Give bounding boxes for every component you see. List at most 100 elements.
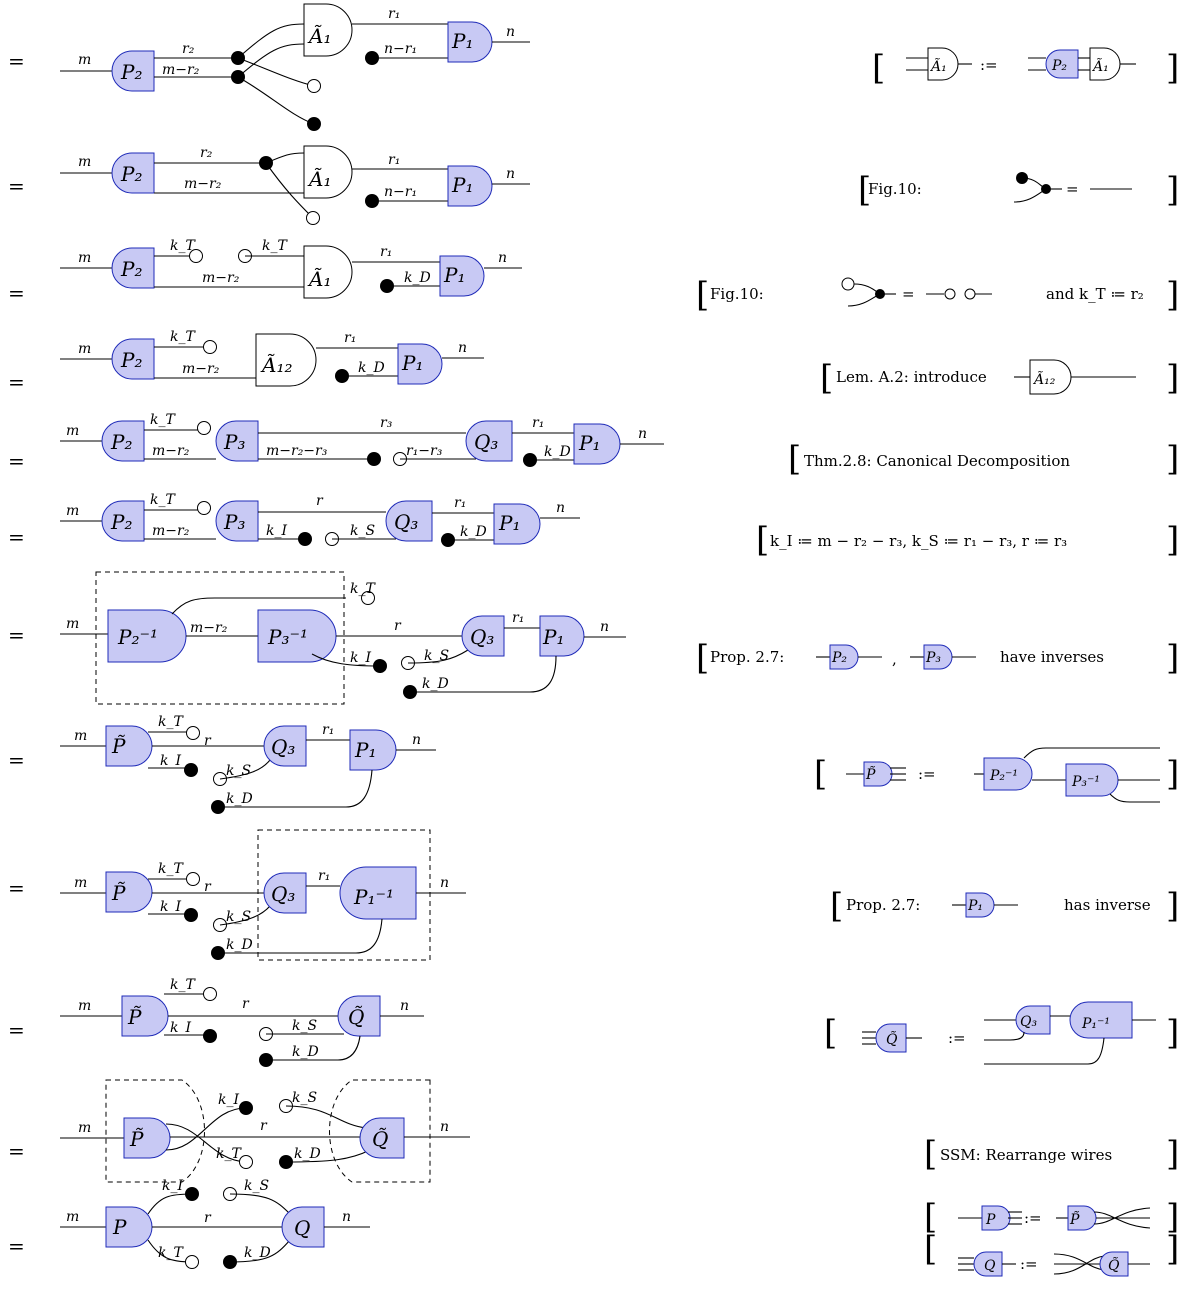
box-Q3 — [465, 420, 513, 462]
box-A1 — [303, 3, 353, 57]
label-kS: k_S — [292, 1018, 317, 1034]
white-dot — [197, 501, 211, 515]
label-r: r — [394, 618, 402, 634]
row-12-diagram: m P r k_I k_T k_S k_D Q n — [60, 1178, 370, 1269]
dashed-frame — [257, 829, 431, 961]
bracket-left: [ — [788, 439, 801, 479]
box-A1 — [1089, 47, 1121, 81]
equals-symbol: = — [902, 285, 915, 303]
box-Ptilde-label: P̃ — [865, 765, 876, 783]
box-P2-label: P₂ — [110, 510, 132, 534]
equals-1: = — [8, 49, 25, 73]
box-Q3 — [461, 615, 505, 657]
label-kS: k_S — [226, 909, 251, 925]
bracket-right: ] — [1166, 439, 1179, 479]
box-A1 — [303, 145, 353, 199]
box-A12 — [1029, 359, 1072, 395]
box-Q3-label: Q₃ — [474, 430, 498, 454]
bracket-left: [ — [924, 1197, 937, 1237]
label-m: m — [78, 250, 91, 266]
box-P2inv-label: P₂⁻¹ — [989, 768, 1018, 784]
box-P3 — [923, 644, 953, 670]
label-m-r2: m−r₂ — [152, 443, 190, 459]
label-r3: r₃ — [380, 415, 393, 431]
bracket-left: [ — [696, 638, 709, 678]
justification-text: k_I ≔ m − r₂ − r₃, k_S ≔ r₁ − r₃, r ≔ r₃ — [770, 532, 1067, 550]
row-8-diagram: m P̃ k_T r k_I k_S Q₃ r₁ P₁ n k_D — [60, 714, 436, 814]
bracket-right: ] — [1166, 754, 1179, 794]
label-kT: k_T — [150, 492, 176, 508]
defines-symbol: := — [980, 56, 998, 74]
bracket-left: [ — [924, 1134, 937, 1174]
justification-text: has inverse — [1064, 896, 1151, 914]
label-kD: k_D — [294, 1146, 321, 1162]
box-P-label: P — [985, 1212, 996, 1228]
label-kS: k_S — [226, 763, 251, 779]
box-A1-label: Ã₁ — [307, 167, 331, 191]
box-P2 — [111, 247, 155, 289]
equals-2: = — [8, 174, 25, 198]
bracket-right: ] — [1166, 638, 1179, 678]
equals-10: = — [8, 1018, 25, 1042]
box-P2-label: P₂ — [120, 348, 142, 372]
bracket-left: [ — [824, 1013, 837, 1053]
justification-1: [ Ã₁ := P₂ Ã₁ ] — [872, 47, 1179, 88]
label-m: m — [78, 1120, 91, 1136]
bracket-left: [ — [872, 48, 885, 88]
label-r1: r₁ — [532, 415, 544, 431]
defines-symbol: := — [1024, 1209, 1042, 1227]
justification-text: have inverses — [1000, 648, 1104, 666]
box-A12 — [255, 333, 317, 387]
label-kD: k_D — [358, 360, 385, 376]
bracket-right: ] — [1166, 886, 1179, 926]
label-m: m — [78, 998, 91, 1014]
box-P3-label: P₃ — [223, 510, 245, 534]
row-7-diagram: m P₂⁻¹ m−r₂ P₃⁻¹ k_T r k_I k_S Q₃ r₁ P₁ … — [60, 571, 626, 705]
label-kI: k_I — [170, 1020, 191, 1036]
equals-11: = — [8, 1139, 25, 1163]
equals-4: = — [8, 370, 25, 394]
box-P1 — [573, 423, 621, 465]
label-r: r — [260, 1118, 268, 1134]
box-Qtilde — [359, 1117, 405, 1159]
bracket-left: [ — [830, 886, 843, 926]
black-dot — [184, 763, 198, 777]
label-n: n — [412, 732, 421, 748]
bracket-right: ] — [1166, 48, 1179, 88]
box-Qtilde-label: Q̃ — [1108, 1256, 1120, 1274]
white-dot — [189, 249, 203, 263]
label-kT: k_T — [350, 581, 376, 597]
box-Q3-label: Q₃ — [470, 625, 494, 649]
justification-8: [ P̃ := P₂⁻¹ P₃⁻¹ ] — [814, 747, 1179, 803]
black-dot — [185, 1187, 199, 1201]
box-Ptilde-label: P̃ — [127, 1005, 142, 1029]
box-Ptilde — [863, 761, 893, 787]
white-dot — [841, 277, 855, 291]
box-P2-label: P₂ — [831, 650, 847, 666]
label-n-r1: n−r₁ — [384, 184, 417, 200]
justification-11: [ SSM: Rearrange wires ] — [924, 1134, 1179, 1174]
box-P2inv — [107, 609, 187, 663]
row-1-diagram: m P₂ r₂ m−r₂ Ã₁ r₁ n−r₁ P₁ n — [60, 3, 530, 131]
box-P1 — [349, 729, 397, 771]
justification-7: [ Prop. 2.7: P₂ , P₃ have inverses ] — [696, 638, 1179, 678]
label-r2: r₂ — [200, 145, 213, 161]
box-A1-label: Ã₁ — [1091, 57, 1109, 75]
label-r: r — [316, 493, 324, 509]
box-P1 — [965, 892, 995, 918]
box-P1-label: P₁ — [967, 898, 983, 914]
label-n: n — [440, 1119, 449, 1135]
label-n: n — [498, 250, 507, 266]
white-dot — [306, 211, 320, 225]
equals-6: = — [8, 525, 25, 549]
label-n: n — [556, 500, 565, 516]
justification-text: Fig.10: — [710, 285, 764, 303]
label-m: m — [66, 503, 79, 519]
label-n: n — [458, 340, 467, 356]
label-m: m — [66, 616, 79, 632]
row-11-diagram: m P̃ r k_I k_T k_S k_D Q̃ n — [60, 1079, 470, 1183]
box-P3inv-label: P₃⁻¹ — [267, 625, 308, 649]
box-P1-label: P₁ — [451, 29, 473, 53]
box-Q3-label: Q₃ — [271, 735, 295, 759]
label-m: m — [78, 52, 91, 68]
